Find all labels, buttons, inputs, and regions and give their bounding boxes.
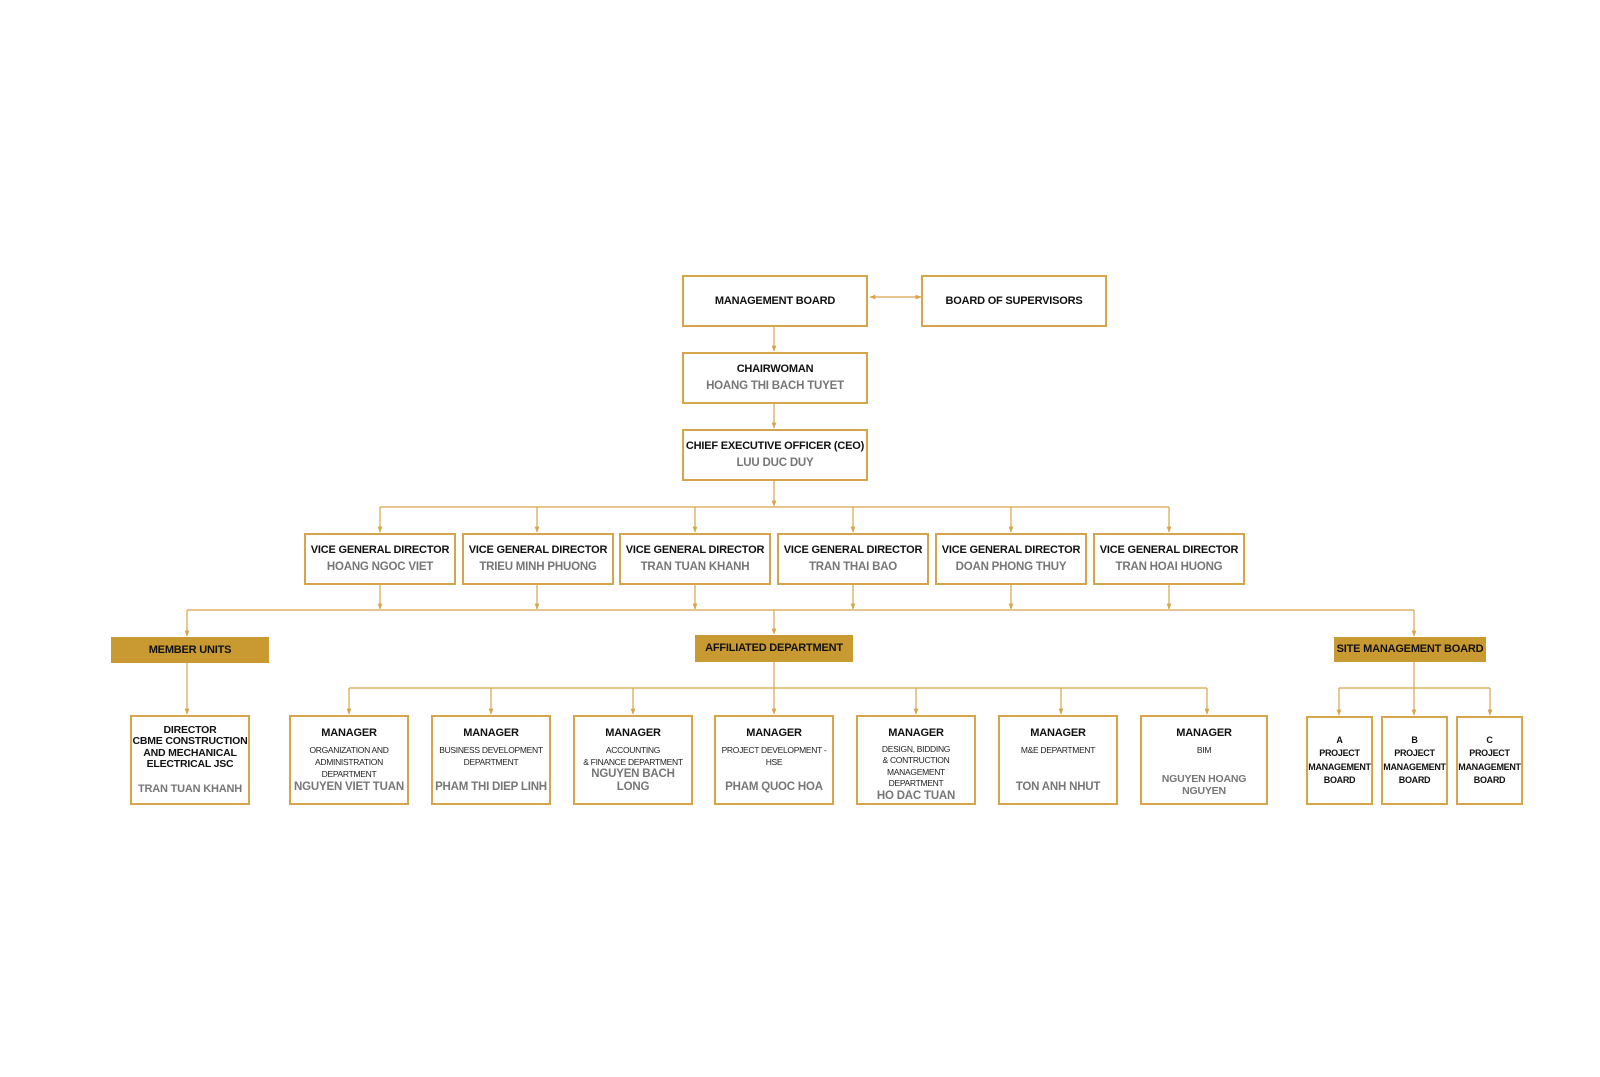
chairwoman-name: HOANG THI BACH TUYET [706,379,844,392]
vice-director-title: VICE GENERAL DIRECTOR [783,544,923,557]
manager-department: PROJECT DEVELOPMENT - HSE [721,744,827,767]
vice-director-box: VICE GENERAL DIRECTOR TRIEU MINH PHUONG [462,533,614,585]
project-board-letter: B [1411,734,1418,745]
member-units-label: MEMBER UNITS [148,643,232,656]
ceo-box: CHIEF EXECUTIVE OFFICER (CEO) LUU DUC DU… [682,429,868,481]
vice-director-name: TRIEU MINH PHUONG [479,560,597,573]
vice-director-title: VICE GENERAL DIRECTOR [941,544,1081,557]
vice-director-title: VICE GENERAL DIRECTOR [625,544,765,557]
manager-title: MANAGER [888,727,944,739]
board-of-supervisors-label: BOARD OF SUPERVISORS [945,294,1083,307]
manager-title: MANAGER [1176,727,1232,739]
manager-title: MANAGER [321,727,377,739]
director-title-line: DIRECTOR [163,723,217,736]
project-board-line: BOARD [1473,775,1506,785]
chairwoman-title: CHAIRWOMAN [736,363,814,376]
manager-box: MANAGER PROJECT DEVELOPMENT - HSE PHAM Q… [714,715,834,805]
site-management-board-header: SITE MANAGEMENT BOARD [1334,637,1486,662]
project-board-letter: C [1486,734,1493,745]
director-title-line: CBME CONSTRUCTION [132,735,248,748]
project-board-line: PROJECT [1469,748,1510,758]
manager-department: BIM [1196,744,1212,755]
manager-title: MANAGER [1030,727,1086,739]
manager-department: ACCOUNTING& FINANCE DEPARTMENT [583,744,683,767]
manager-title: MANAGER [746,727,802,739]
manager-box: MANAGER M&E DEPARTMENT TON ANH NHUT [998,715,1118,805]
project-board-line: BOARD [1398,775,1431,785]
manager-title: MANAGER [605,727,661,739]
project-board-box: A PROJECT MANAGEMENT BOARD [1306,716,1373,805]
management-board-box: MANAGEMENT BOARD [682,275,868,327]
manager-name: PHAM THI DIEP LINH [435,780,547,793]
project-board-line: MANAGEMENT [1458,761,1521,772]
member-director-box: DIRECTOR CBME CONSTRUCTION AND MECHANICA… [130,715,250,805]
board-of-supervisors-box: BOARD OF SUPERVISORS [921,275,1107,327]
vice-director-title: VICE GENERAL DIRECTOR [1099,544,1239,557]
affiliated-department-label: AFFILIATED DEPARTMENT [705,642,843,655]
member-units-header: MEMBER UNITS [111,637,269,663]
project-board-line: PROJECT [1319,748,1360,758]
vice-director-title: VICE GENERAL DIRECTOR [468,544,608,557]
director-name: TRAN TUAN KHANH [138,782,242,795]
project-board-box: B PROJECT MANAGEMENT BOARD [1381,716,1448,805]
vice-director-box: VICE GENERAL DIRECTOR TRAN HOAI HUONG [1093,533,1245,585]
vice-director-name: DOAN PHONG THUY [955,560,1067,573]
project-board-line: MANAGEMENT [1308,761,1371,772]
project-board-line: MANAGEMENT [1383,761,1446,772]
project-board-box: C PROJECT MANAGEMENT BOARD [1456,716,1523,805]
project-board-line: BOARD [1323,775,1356,785]
vice-director-name: HOANG NGOC VIET [326,560,434,573]
vice-director-box: VICE GENERAL DIRECTOR DOAN PHONG THUY [935,533,1087,585]
vice-director-box: VICE GENERAL DIRECTOR TRAN THAI BAO [777,533,929,585]
manager-name: PHAM QUOC HOA [725,780,823,793]
manager-department: M&E DEPARTMENT [1020,744,1096,755]
project-board-line: PROJECT [1394,748,1435,758]
vice-director-name: TRAN TUAN KHANH [640,560,750,573]
manager-title: MANAGER [463,727,519,739]
chairwoman-box: CHAIRWOMAN HOANG THI BACH TUYET [682,352,868,404]
site-management-board-label: SITE MANAGEMENT BOARD [1336,643,1484,656]
director-title-line: AND MECHANICAL [143,746,237,759]
manager-name: TON ANH NHUT [1015,780,1101,793]
director-title-line: ELECTRICAL JSC [146,758,234,771]
manager-name: NGUYEN BACH LONG [591,768,675,794]
manager-name: NGUYEN VIET TUAN [294,780,404,793]
project-board-letter: A [1336,734,1343,745]
vice-director-box: VICE GENERAL DIRECTOR TRAN TUAN KHANH [619,533,771,585]
ceo-title: CHIEF EXECUTIVE OFFICER (CEO) [685,440,865,453]
affiliated-department-header: AFFILIATED DEPARTMENT [695,635,853,662]
vice-director-name: TRAN HOAI HUONG [1115,560,1223,573]
management-board-label: MANAGEMENT BOARD [714,294,836,307]
manager-box: MANAGER DESIGN, BIDDING& CONTRUCTION MAN… [856,715,976,805]
ceo-name: LUU DUC DUY [736,456,814,469]
manager-name: HO DAC TUAN [876,789,956,802]
vice-director-box: VICE GENERAL DIRECTOR HOANG NGOC VIET [304,533,456,585]
vice-director-title: VICE GENERAL DIRECTOR [310,544,450,557]
vice-director-name: TRAN THAI BAO [808,560,898,573]
manager-box: MANAGER ACCOUNTING& FINANCE DEPARTMENT N… [573,715,693,805]
